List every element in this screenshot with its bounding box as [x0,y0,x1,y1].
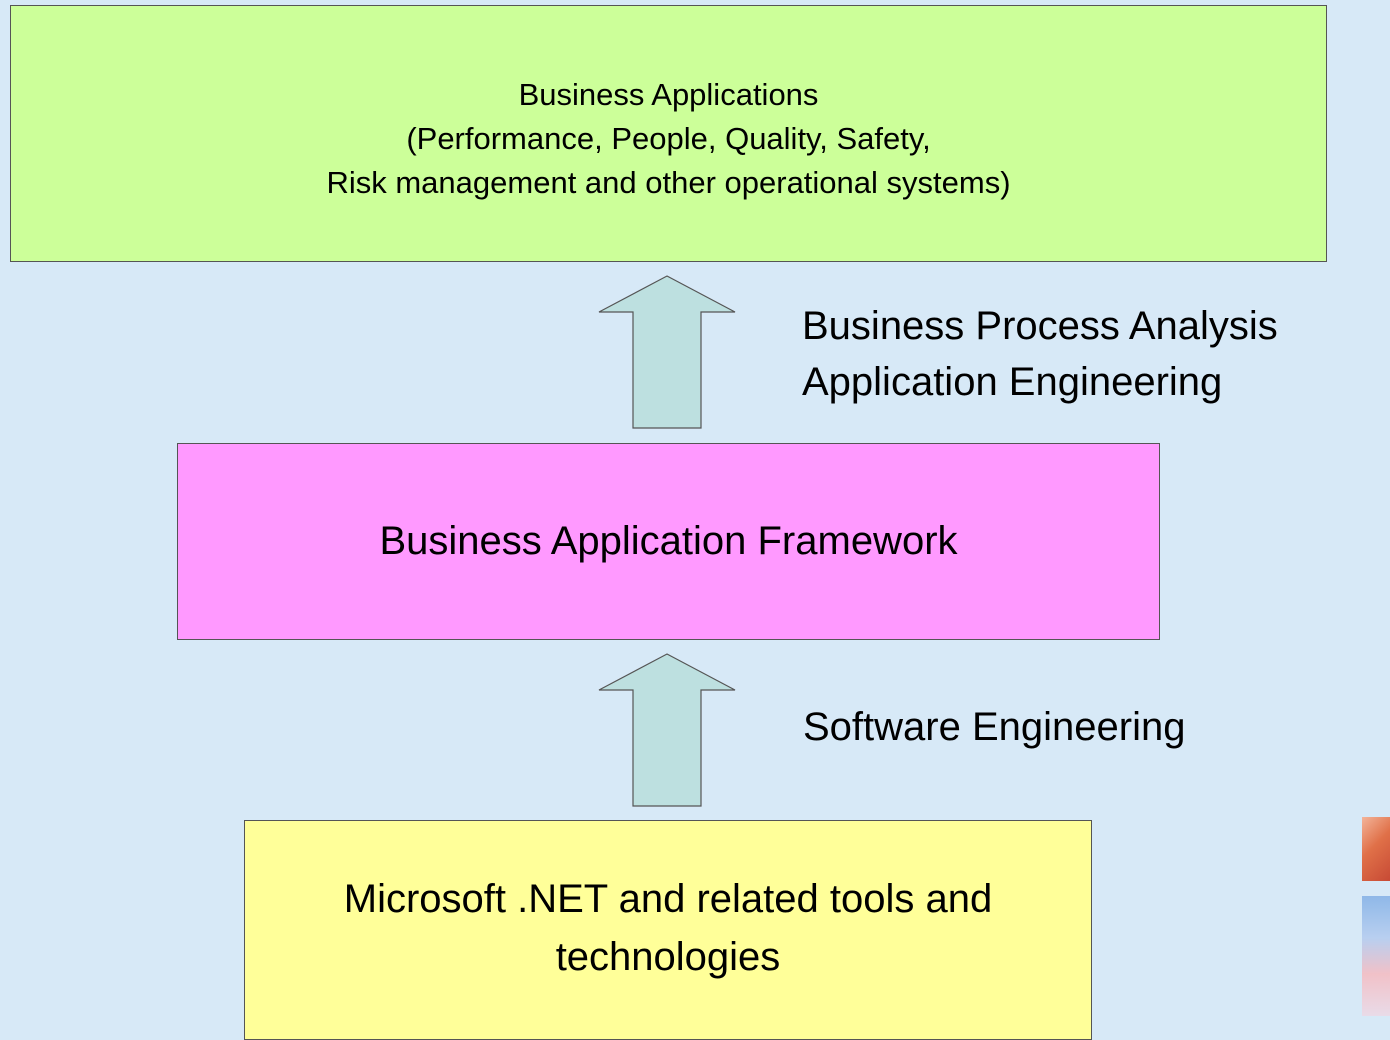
business-applications-line-2: (Performance, People, Quality, Safety, [406,121,931,156]
business-process-analysis-text: Business Process Analysis [802,304,1278,348]
business-application-framework-label: Business Application Framework [379,519,958,563]
business-application-framework-box: Business Application Framework [177,443,1160,640]
microsoft-net-line-1: Microsoft .NET and related tools and [343,877,993,921]
upper-arrow-icon [598,275,736,429]
microsoft-net-line-2: technologies [555,935,781,979]
business-applications-line-3: Risk management and other operational sy… [326,165,1011,200]
decorative-image-2 [1362,896,1390,1016]
application-engineering-text: Application Engineering [802,360,1223,404]
business-applications-box: Business Applications (Performance, Peop… [10,5,1327,262]
upper-arrow-label: Business Process Analysis Application En… [802,298,1278,410]
lower-arrow-icon [598,653,736,807]
microsoft-net-box: Microsoft .NET and related tools and tec… [244,820,1092,1040]
decorative-image-1 [1362,817,1390,881]
software-engineering-text: Software Engineering [803,705,1186,749]
lower-arrow-label: Software Engineering [803,702,1185,752]
business-applications-title: Business Applications [518,77,819,112]
